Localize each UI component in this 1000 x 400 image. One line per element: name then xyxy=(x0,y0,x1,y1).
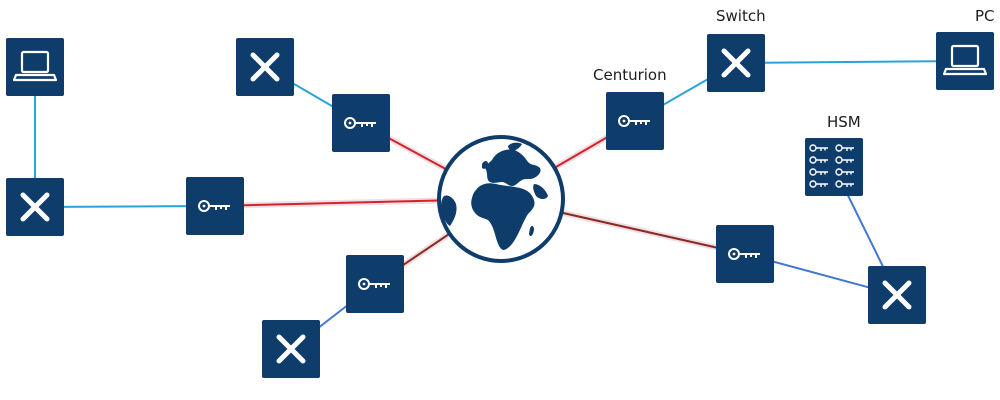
key-encryptor-icon xyxy=(346,255,404,313)
hsm-label: HSM xyxy=(827,113,861,131)
key-encryptor-icon xyxy=(716,225,774,283)
switch-icon xyxy=(236,38,294,96)
laptop-icon xyxy=(6,38,64,96)
hsm-keys-icon xyxy=(805,138,863,196)
key-encryptor-icon xyxy=(332,94,390,152)
key-encryptor-icon xyxy=(186,177,244,235)
laptop-icon xyxy=(936,32,994,90)
key-encryptor-icon xyxy=(606,92,664,150)
link-switch-top-right-pc-right xyxy=(735,60,966,64)
switch-icon xyxy=(6,178,64,236)
link-switch-left-encryptor-left xyxy=(34,205,216,208)
switch-label: Switch xyxy=(716,7,766,25)
switch-icon xyxy=(707,34,765,92)
pc-label: PC xyxy=(975,7,995,25)
switch-icon xyxy=(262,320,320,378)
globe-icon xyxy=(437,135,565,263)
switch-icon xyxy=(868,266,926,324)
centurion-label: Centurion xyxy=(593,66,667,84)
